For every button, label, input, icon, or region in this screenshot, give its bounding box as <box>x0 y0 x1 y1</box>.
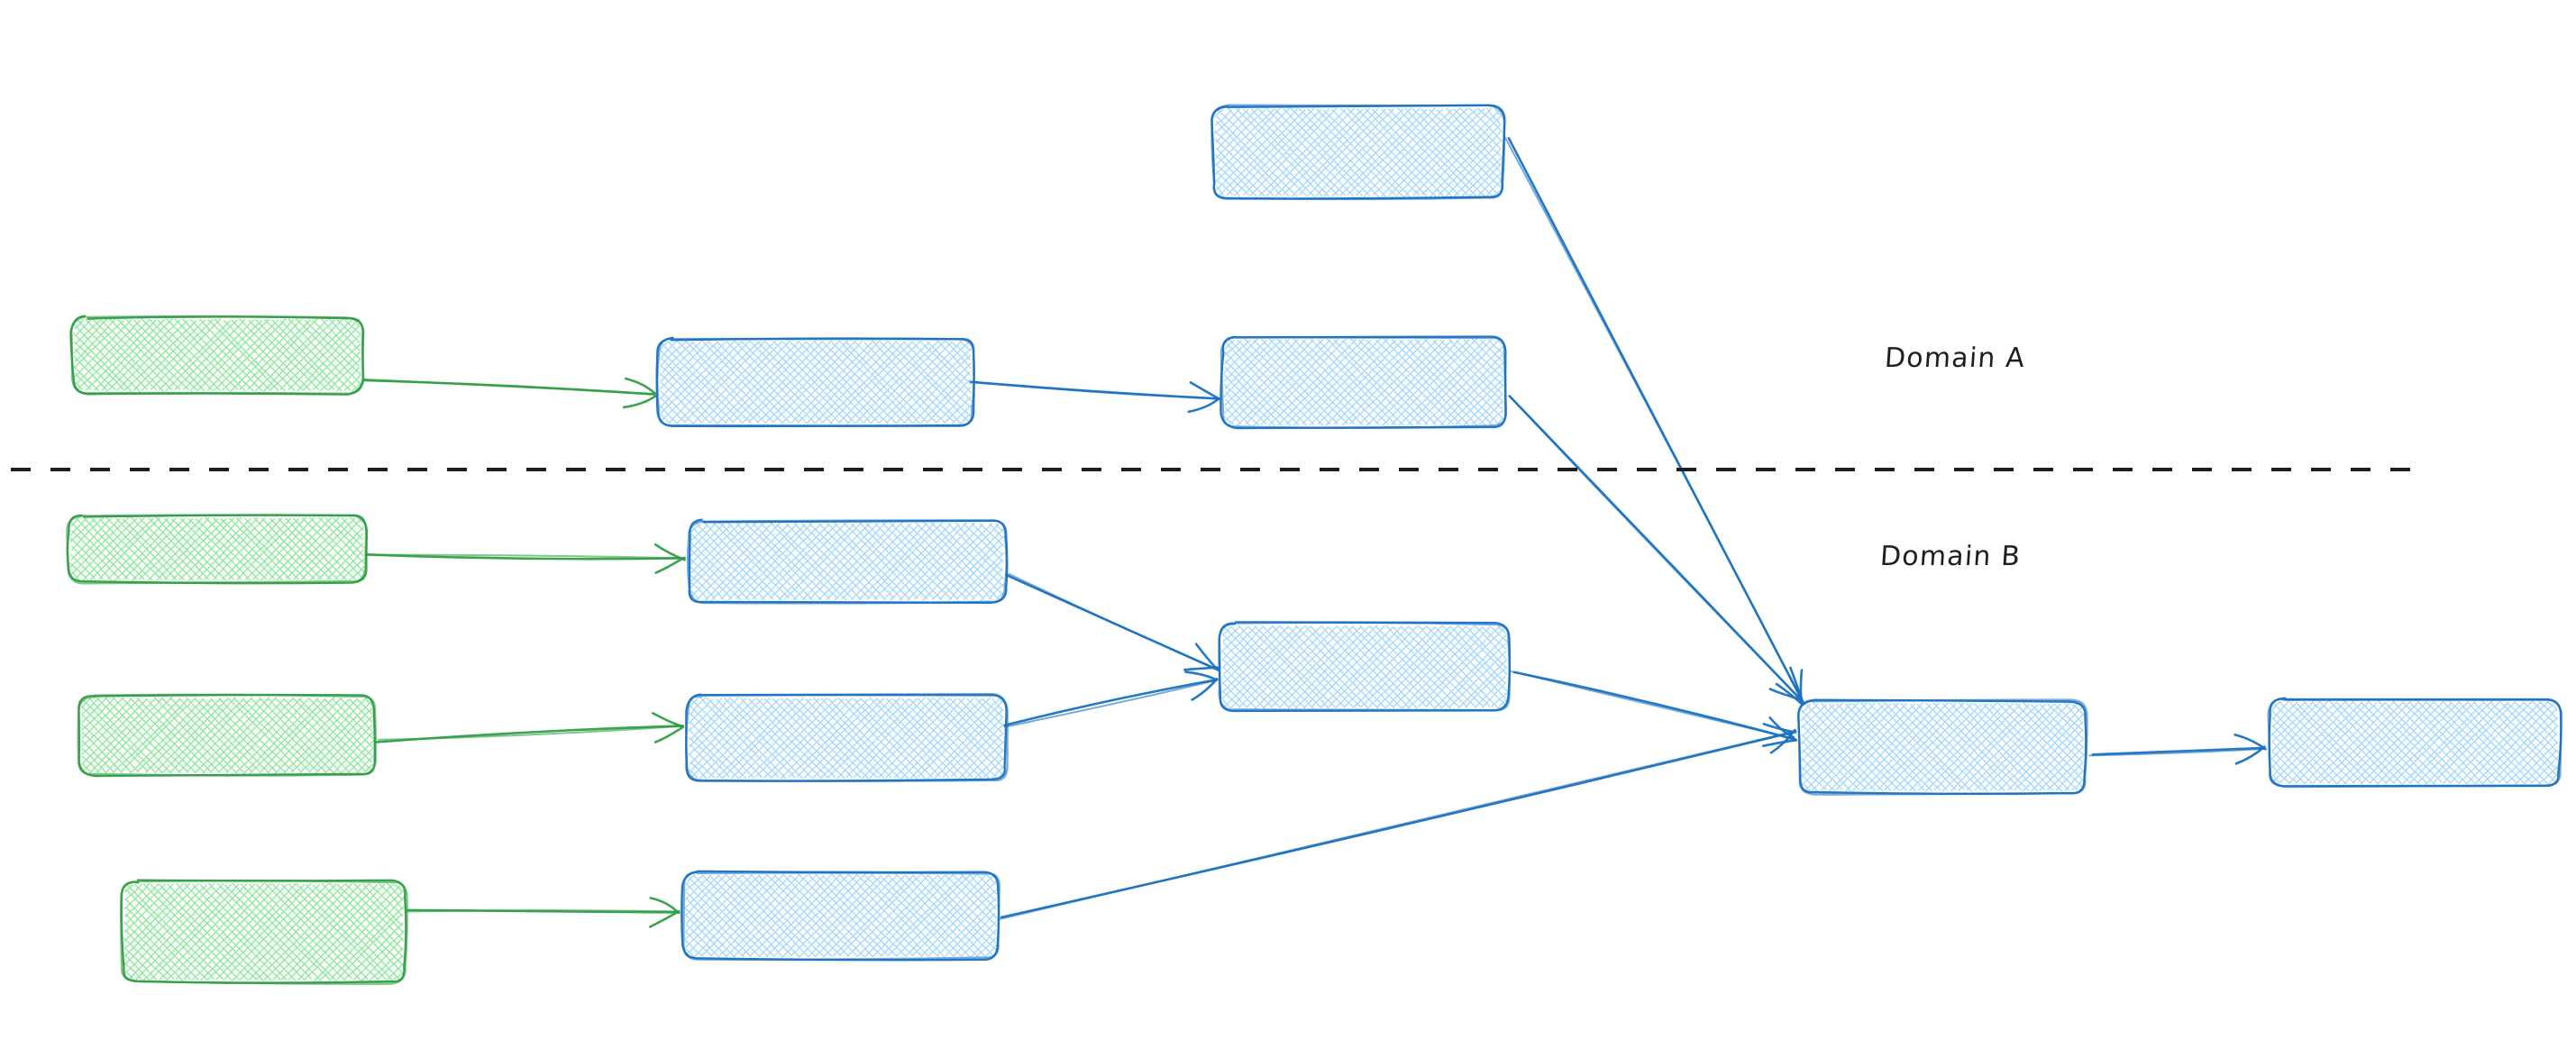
domain-b-label: Domain B <box>1878 541 2023 572</box>
edge-n-blue-b1-to-n-blue-b4 <box>1005 572 1219 671</box>
node-n-green-b1[interactable] <box>66 514 369 585</box>
edge-n-green-b1-to-n-blue-b1 <box>364 543 687 574</box>
edge-layer <box>361 136 2267 928</box>
node-n-blue-b1[interactable] <box>686 518 1009 605</box>
node-n-green-a1[interactable] <box>69 315 365 396</box>
domain-a-label: Domain A <box>1883 342 2027 374</box>
node-n-green-b3[interactable] <box>120 879 408 985</box>
node-n-blue-a1[interactable] <box>655 336 975 428</box>
node-n-blue-b5[interactable] <box>1797 698 2088 796</box>
edge-n-blue-b2-to-n-blue-b4 <box>1003 670 1219 728</box>
edge-n-green-b3-to-n-blue-b3 <box>404 897 681 928</box>
node-layer <box>66 104 2562 985</box>
edge-n-green-b2-to-n-blue-b2 <box>374 712 685 743</box>
edge-n-green-a1-to-n-blue-a1 <box>361 377 657 409</box>
node-n-blue-b6[interactable] <box>2267 697 2562 789</box>
node-n-blue-b2[interactable] <box>685 693 1009 782</box>
edge-n-blue-b3-to-n-blue-b5 <box>1000 723 1797 920</box>
node-n-blue-a2[interactable] <box>1219 335 1508 430</box>
edge-n-blue-b4-to-n-blue-b5 <box>1509 670 1798 747</box>
edge-n-blue-b5-to-n-blue-b6 <box>2088 733 2267 765</box>
edge-n-blue-a3-to-n-blue-b5 <box>1503 136 1804 707</box>
node-n-blue-a3[interactable] <box>1210 104 1506 201</box>
node-n-blue-b3[interactable] <box>681 870 1000 962</box>
edge-n-blue-a2-to-n-blue-b5 <box>1508 395 1804 702</box>
node-n-green-b2[interactable] <box>77 693 378 778</box>
node-n-blue-b4[interactable] <box>1218 621 1512 713</box>
edge-n-blue-a1-to-n-blue-a2 <box>968 380 1221 414</box>
